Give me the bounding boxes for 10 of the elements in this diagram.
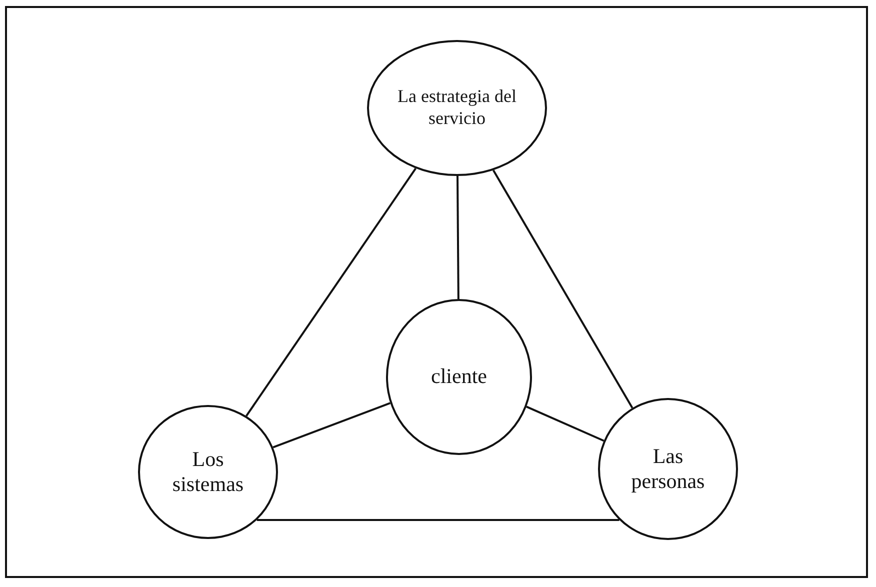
node-label: La estrategia del servicio bbox=[397, 86, 517, 130]
node-label: Las personas bbox=[630, 444, 706, 494]
connector-line bbox=[526, 406, 604, 442]
connector-line bbox=[272, 402, 391, 448]
connector-line bbox=[492, 170, 634, 408]
node-label: cliente bbox=[431, 364, 487, 390]
connector-line bbox=[246, 168, 416, 416]
node-label: Los sistemas bbox=[171, 446, 245, 498]
connector-line bbox=[456, 176, 460, 299]
connector-line bbox=[256, 519, 620, 521]
